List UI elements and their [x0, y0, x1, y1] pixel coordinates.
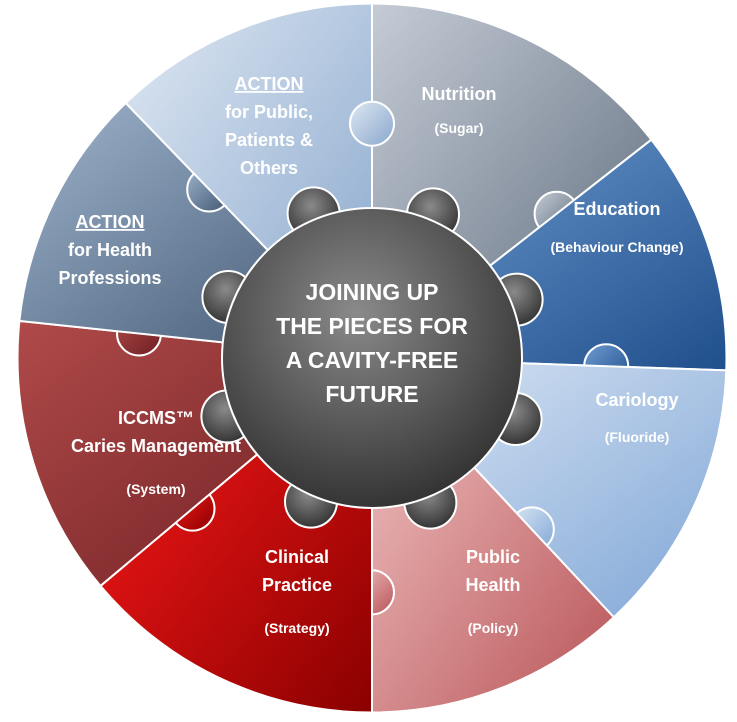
hub-disc [221, 207, 523, 509]
labels-layer: JOINING UP THE PIECES FOR A CAVITY-FREE FUT… [58, 74, 683, 636]
puzzle-knob [349, 100, 395, 147]
segment-title-line: Health [465, 575, 520, 595]
center-hub [200, 186, 544, 530]
label-education: Education (Behaviour Change) [550, 199, 683, 255]
segment-title-line: ICCMS™ [118, 408, 194, 428]
segment-title-line: Cariology [595, 390, 678, 410]
segment-subtitle: (Strategy) [264, 620, 329, 636]
label-iccms: ICCMS™ Caries Management (System) [71, 408, 241, 497]
center-title-line: JOINING UP [306, 279, 439, 305]
segment-title-line: ACTION [235, 74, 304, 94]
segment-title-line: for Health [68, 240, 152, 260]
segment-subtitle: (Policy) [468, 620, 519, 636]
segment-title-line: Public [466, 547, 520, 567]
segment-title-line: for Public, [225, 102, 313, 122]
segment-title-line: Nutrition [422, 84, 497, 104]
segment-subtitle: (System) [126, 481, 185, 497]
segment-title-line: Clinical [265, 547, 329, 567]
segment-title-line: Patients & [225, 130, 313, 150]
center-title-line: FUTURE [325, 381, 418, 407]
segment-title-line: Professions [58, 268, 161, 288]
segment-title-line: Education [573, 199, 660, 219]
label-nutrition: Nutrition (Sugar) [422, 84, 497, 136]
segment-title-line: ACTION [76, 212, 145, 232]
segment-subtitle: (Behaviour Change) [550, 239, 683, 255]
segment-subtitle: (Fluoride) [605, 429, 670, 445]
segment-subtitle: (Sugar) [435, 120, 484, 136]
center-title-line: THE PIECES FOR [276, 313, 468, 339]
wheel-rim [15, 1, 729, 715]
label-cariology: Cariology (Fluoride) [595, 390, 678, 445]
segment-title-line: Others [240, 158, 298, 178]
segment-title-line: Practice [262, 575, 332, 595]
label-action-public: ACTION for Public, Patients & Others [225, 74, 313, 178]
center-title-line: A CAVITY-FREE [286, 347, 459, 373]
segment-title-line: Caries Management [71, 436, 241, 456]
